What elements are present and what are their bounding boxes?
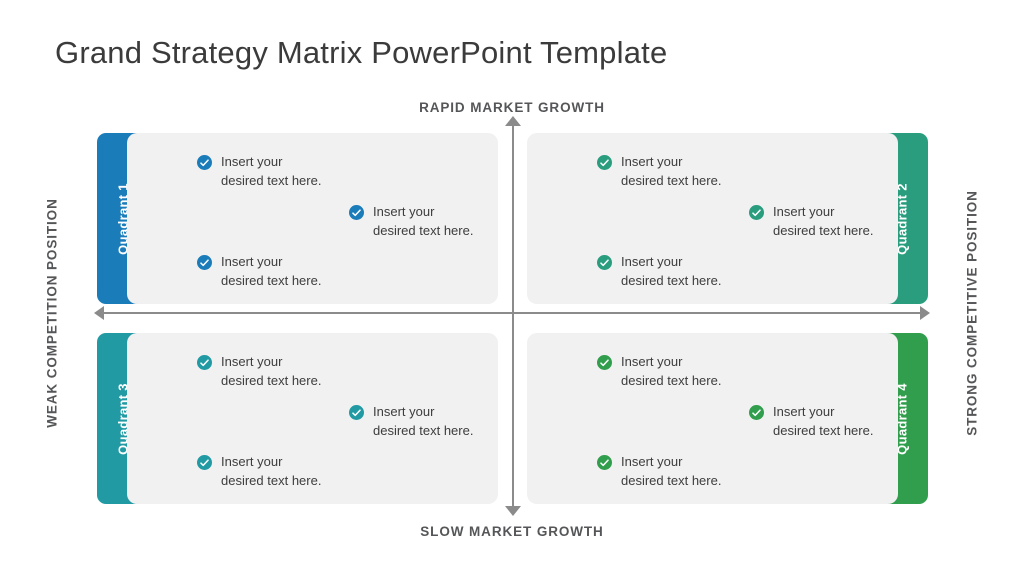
check-circle-icon — [597, 155, 612, 170]
check-circle-icon — [597, 255, 612, 270]
axis-label-left: WEAK COMPETITION POSITION — [44, 198, 60, 428]
axis-label-right: STRONG COMPETITIVE POSITION — [964, 190, 980, 436]
check-circle-icon — [597, 455, 612, 470]
axis-label-top: RAPID MARKET GROWTH — [419, 100, 605, 115]
check-circle-icon — [349, 405, 364, 420]
arrow-left-icon — [94, 306, 104, 320]
horizontal-axis-line — [102, 312, 922, 314]
page-title: Grand Strategy Matrix PowerPoint Templat… — [55, 35, 668, 70]
arrow-up-icon — [505, 116, 521, 126]
check-circle-icon — [349, 205, 364, 220]
arrow-right-icon — [920, 306, 930, 320]
vertical-axis-line — [512, 124, 514, 506]
check-circle-icon — [749, 405, 764, 420]
check-circle-icon — [197, 455, 212, 470]
check-circle-icon — [597, 355, 612, 370]
axis-label-bottom: SLOW MARKET GROWTH — [420, 524, 604, 539]
check-circle-icon — [197, 355, 212, 370]
check-circle-icon — [749, 205, 764, 220]
arrow-down-icon — [505, 506, 521, 516]
check-circle-icon — [197, 155, 212, 170]
check-circle-icon — [197, 255, 212, 270]
